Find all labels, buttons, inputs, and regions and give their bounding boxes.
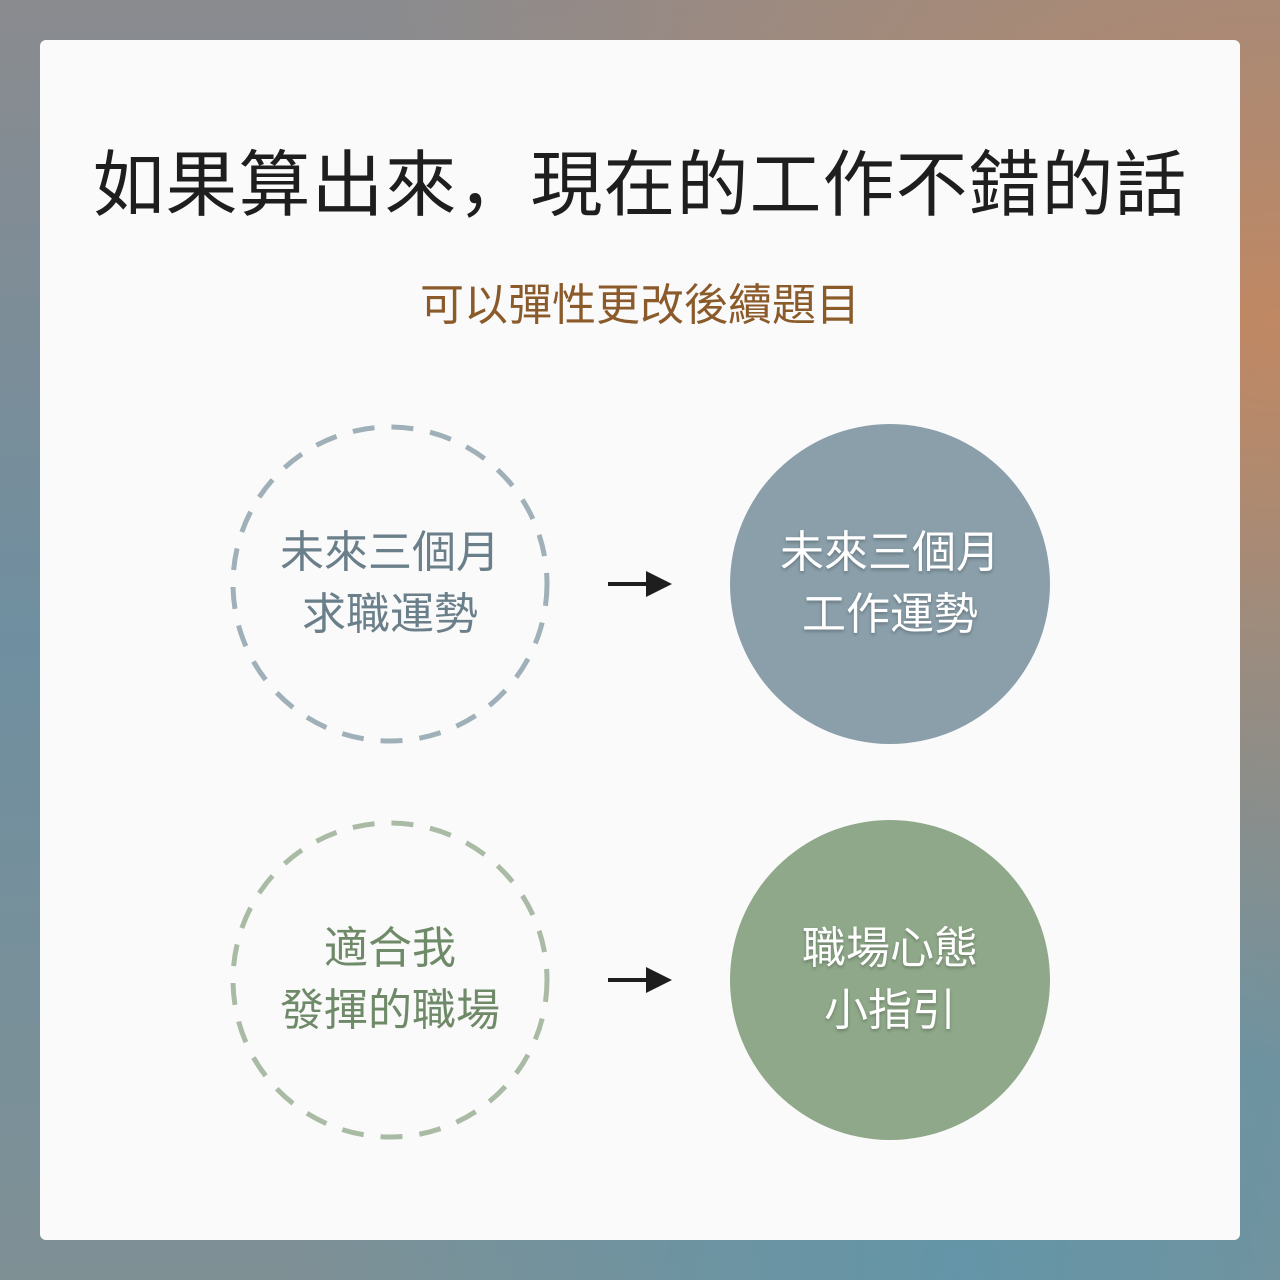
- topic-line-1: 未來三個月: [780, 527, 1000, 578]
- topic-circle-text: 未來三個月 工作運勢: [730, 424, 1050, 744]
- page-subtitle: 可以彈性更改後續題目: [420, 280, 860, 331]
- topic-circle-suitable-workplace: 適合我 發揮的職場: [230, 820, 550, 1140]
- topic-circle-work-fortune: 未來三個月 工作運勢: [730, 424, 1050, 744]
- topic-line-2: 小指引: [824, 985, 956, 1036]
- topic-circle-job-search: 未來三個月 求職運勢: [230, 424, 550, 744]
- dashed-circle-outline: [230, 820, 550, 1140]
- topic-line-2: 求職運勢: [302, 589, 478, 640]
- topic-circle-workplace-mindset: 職場心態 小指引: [730, 820, 1050, 1140]
- arrow-right-icon: [608, 967, 672, 993]
- topic-circle-text: 職場心態 小指引: [730, 820, 1050, 1140]
- topic-line-1: 適合我: [324, 923, 456, 974]
- topic-line-1: 職場心態: [802, 923, 978, 974]
- topic-circle-text: 適合我 發揮的職場: [230, 820, 550, 1140]
- topic-line-2: 發揮的職場: [280, 985, 500, 1036]
- content-card: [40, 40, 1240, 1240]
- topic-line-2: 工作運勢: [802, 589, 978, 640]
- topic-line-1: 未來三個月: [280, 527, 500, 578]
- page-title: 如果算出來，現在的工作不錯的話: [92, 143, 1188, 227]
- arrow-right-icon: [608, 571, 672, 597]
- dashed-circle-outline: [230, 424, 550, 744]
- topic-circle-text: 未來三個月 求職運勢: [230, 424, 550, 744]
